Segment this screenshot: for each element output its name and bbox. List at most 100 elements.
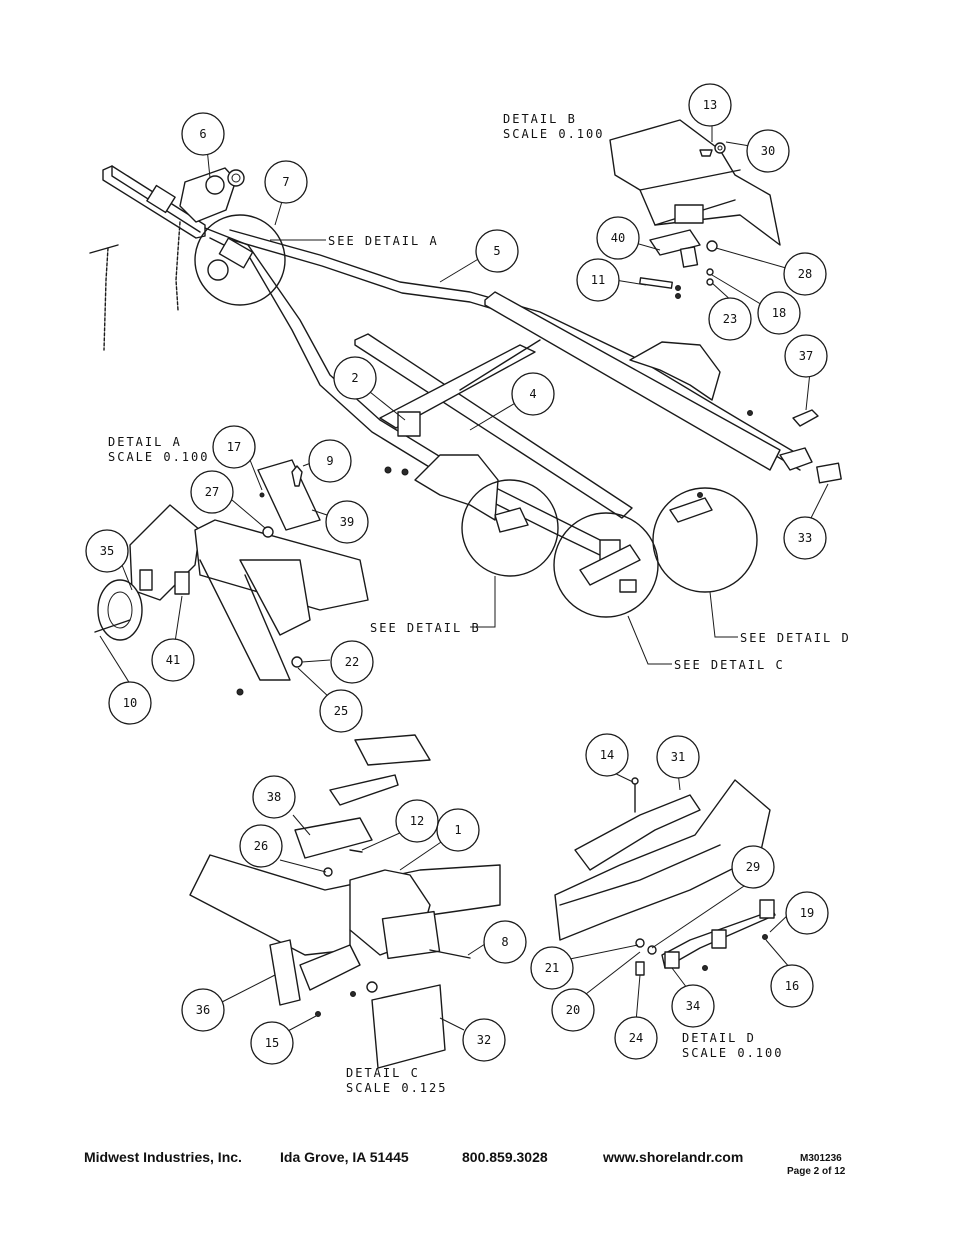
- svg-text:16: 16: [785, 979, 799, 993]
- callout-26: 26: [239, 824, 283, 868]
- callout-8: 8: [483, 920, 527, 964]
- callout-23: 23: [708, 297, 752, 341]
- trailer-frame: [89, 165, 842, 561]
- detail-c-drawing: [189, 734, 501, 1069]
- callout-21: 21: [530, 946, 574, 990]
- svg-text:5: 5: [493, 244, 500, 258]
- callout-bubbles: 1 2 4 5 6 7 8 9 10 11 12 13 14 15 16 17 …: [85, 83, 829, 1065]
- detail-b-title: DETAIL B: [503, 112, 577, 126]
- svg-text:40: 40: [611, 231, 625, 245]
- callout-29: 29: [731, 845, 775, 889]
- svg-text:31: 31: [671, 750, 685, 764]
- see-detail-a-label: SEE DETAIL A: [328, 234, 439, 248]
- svg-text:32: 32: [477, 1033, 491, 1047]
- see-detail-d-label: SEE DETAIL D: [740, 631, 851, 645]
- callout-10: 10: [108, 681, 152, 725]
- callout-33: 33: [783, 516, 827, 560]
- footer-location: Ida Grove, IA 51445: [280, 1149, 409, 1165]
- svg-text:24: 24: [629, 1031, 643, 1045]
- callout-7: 7: [264, 160, 308, 204]
- callout-27: 27: [190, 470, 234, 514]
- svg-text:11: 11: [591, 273, 605, 287]
- svg-text:37: 37: [799, 349, 813, 363]
- callout-20: 20: [551, 988, 595, 1032]
- callout-36: 36: [181, 988, 225, 1032]
- callout-17: 17: [212, 425, 256, 469]
- svg-text:33: 33: [798, 531, 812, 545]
- callout-16: 16: [770, 964, 814, 1008]
- detail-c-scale: SCALE 0.125: [346, 1081, 447, 1095]
- callout-22: 22: [330, 640, 374, 684]
- svg-text:2: 2: [351, 371, 358, 385]
- see-detail-c-label: SEE DETAIL C: [674, 658, 785, 672]
- callout-9: 9: [308, 439, 352, 483]
- svg-text:27: 27: [205, 485, 219, 499]
- detail-a-scale: SCALE 0.100: [108, 450, 209, 464]
- detail-b-drawing: [609, 119, 781, 299]
- svg-text:36: 36: [196, 1003, 210, 1017]
- svg-text:35: 35: [100, 544, 114, 558]
- callout-41: 41: [151, 638, 195, 682]
- svg-text:7: 7: [282, 175, 289, 189]
- footer-phone: 800.859.3028: [462, 1149, 548, 1165]
- svg-text:17: 17: [227, 440, 241, 454]
- svg-text:29: 29: [746, 860, 760, 874]
- svg-text:6: 6: [199, 127, 206, 141]
- callout-2: 2: [333, 356, 377, 400]
- svg-text:34: 34: [686, 999, 700, 1013]
- footer-doc-number: M301236: [800, 1153, 842, 1164]
- svg-text:10: 10: [123, 696, 137, 710]
- callout-4: 4: [511, 372, 555, 416]
- svg-text:38: 38: [267, 790, 281, 804]
- callout-31: 31: [656, 735, 700, 779]
- detail-a-drawing: [94, 459, 369, 696]
- detail-d-scale: SCALE 0.100: [682, 1046, 783, 1060]
- svg-text:18: 18: [772, 306, 786, 320]
- svg-text:19: 19: [800, 906, 814, 920]
- svg-text:8: 8: [501, 935, 508, 949]
- callout-1: 1: [436, 808, 480, 852]
- detail-c-title: DETAIL C: [346, 1066, 420, 1080]
- svg-text:4: 4: [529, 387, 536, 401]
- detail-d-drawing: [554, 777, 776, 976]
- svg-text:22: 22: [345, 655, 359, 669]
- svg-text:28: 28: [798, 267, 812, 281]
- footer-company: Midwest Industries, Inc.: [84, 1149, 242, 1165]
- callout-12: 12: [395, 799, 439, 843]
- callout-11: 11: [576, 258, 620, 302]
- svg-text:13: 13: [703, 98, 717, 112]
- svg-text:39: 39: [340, 515, 354, 529]
- callout-6: 6: [181, 112, 225, 156]
- callout-30: 30: [746, 129, 790, 173]
- callout-39: 39: [325, 500, 369, 544]
- page-footer: Midwest Industries, Inc. Ida Grove, IA 5…: [0, 1140, 954, 1200]
- callout-38: 38: [252, 775, 296, 819]
- svg-text:21: 21: [545, 961, 559, 975]
- svg-text:20: 20: [566, 1003, 580, 1017]
- detail-labels: SEE DETAIL A SEE DETAIL B SEE DETAIL C S…: [108, 112, 851, 1095]
- callout-14: 14: [585, 733, 629, 777]
- footer-page-number: Page 2 of 12: [787, 1166, 846, 1177]
- see-detail-b-label: SEE DETAIL B: [370, 621, 481, 635]
- callout-34: 34: [671, 984, 715, 1028]
- callout-19: 19: [785, 891, 829, 935]
- svg-text:26: 26: [254, 839, 268, 853]
- callout-5: 5: [475, 229, 519, 273]
- callout-24: 24: [614, 1016, 658, 1060]
- footer-website[interactable]: www.shorelandr.com: [603, 1149, 744, 1165]
- detail-d-title: DETAIL D: [682, 1031, 756, 1045]
- svg-text:23: 23: [723, 312, 737, 326]
- svg-text:30: 30: [761, 144, 775, 158]
- detail-circles: [194, 214, 758, 665]
- callout-28: 28: [783, 252, 827, 296]
- callout-35: 35: [85, 529, 129, 573]
- svg-text:41: 41: [166, 653, 180, 667]
- callout-13: 13: [688, 83, 732, 127]
- detail-a-title: DETAIL A: [108, 435, 182, 449]
- svg-text:1: 1: [454, 823, 461, 837]
- svg-text:15: 15: [265, 1036, 279, 1050]
- callout-40: 40: [596, 216, 640, 260]
- callout-32: 32: [462, 1018, 506, 1062]
- svg-text:14: 14: [600, 748, 614, 762]
